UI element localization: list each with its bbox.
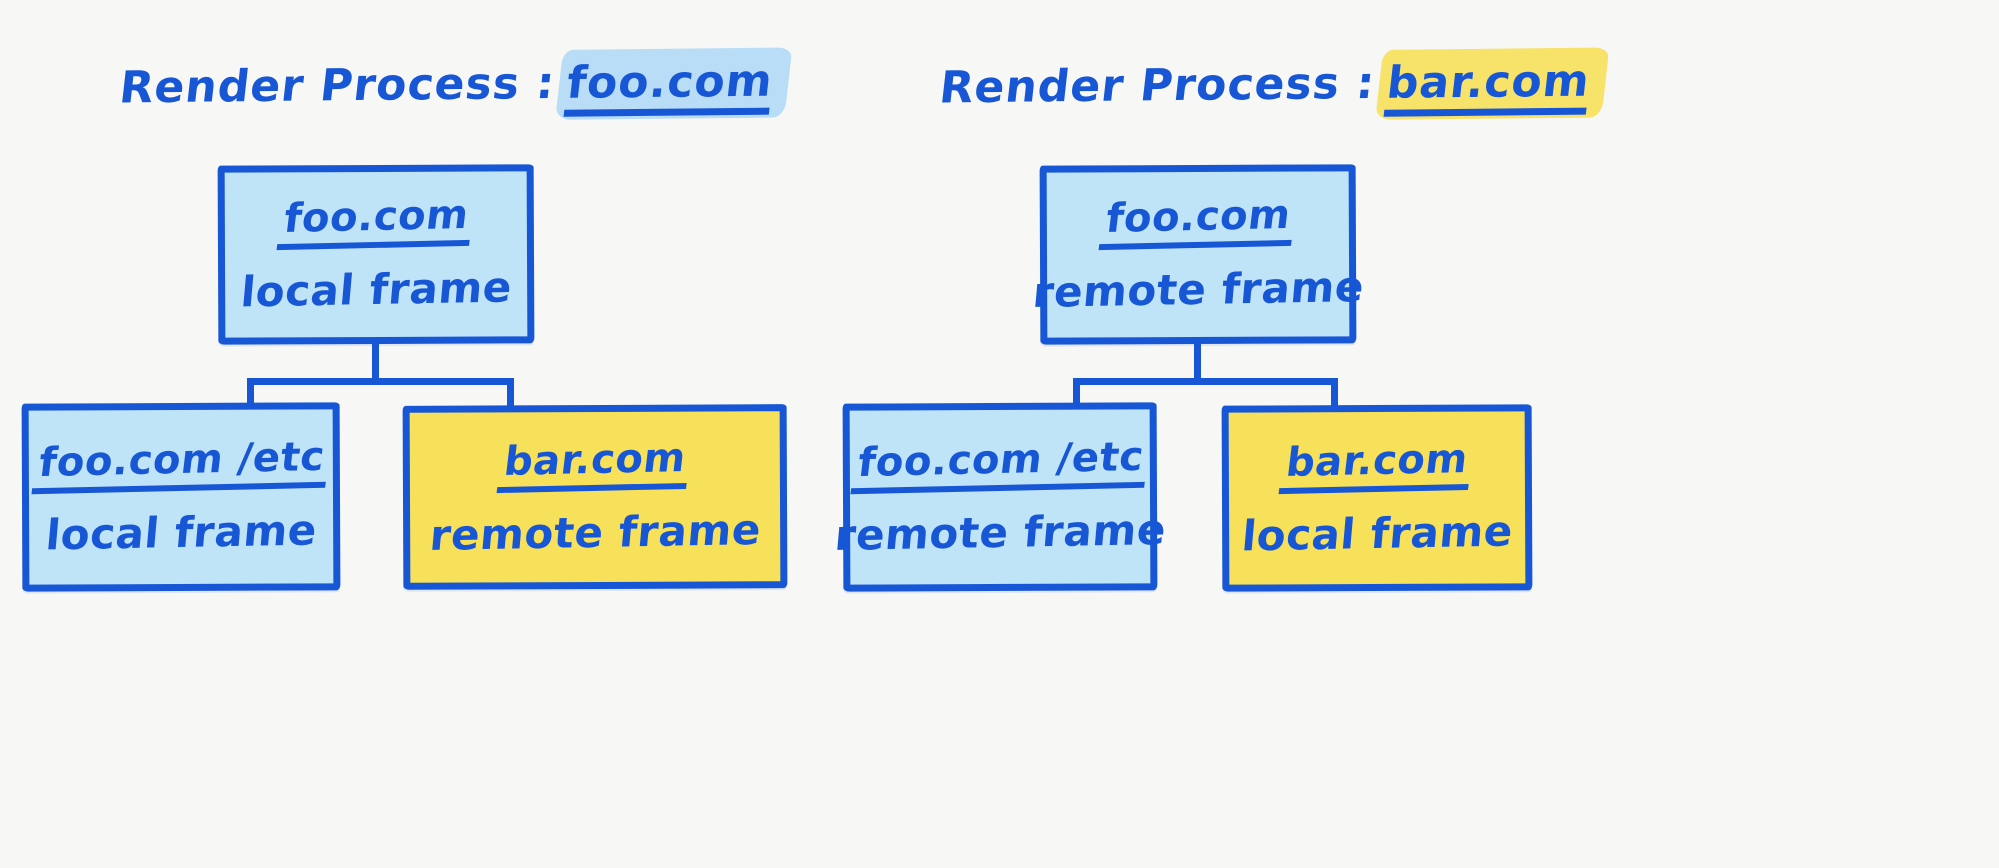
render-process-group-foo: Render Process :foo.com foo.com local fr… (0, 0, 930, 868)
process-title-foo: Render Process :foo.com (116, 47, 793, 120)
connector-child-left-stem (247, 378, 254, 408)
frame-node-bar-parent[interactable]: foo.com remote frame (1031, 164, 1366, 345)
frame-domain: foo.com /etc (849, 434, 1150, 495)
frame-kind: remote frame (1030, 262, 1366, 318)
connector-parent-stem (372, 341, 379, 383)
process-title-domain-foo: foo.com (554, 47, 793, 120)
connector-child-right-stem (507, 378, 514, 410)
frame-node-bar-child-0[interactable]: foo.com /etc remote frame (833, 402, 1168, 592)
frame-domain: bar.com (496, 435, 693, 494)
frame-node-bar-child-1[interactable]: bar.com local frame (1221, 404, 1533, 592)
frame-node-foo-child-1[interactable]: bar.com remote frame (402, 404, 788, 590)
connector-child-right-stem (1331, 378, 1338, 410)
frame-node-foo-child-0[interactable]: foo.com /etc local frame (21, 402, 341, 592)
connector-parent-stem (1194, 341, 1201, 383)
process-title-label-foo: Render Process : (116, 57, 558, 114)
process-title-bar: Render Process :bar.com (936, 47, 1610, 120)
connector-bus (1073, 378, 1338, 385)
frame-kind: local frame (238, 262, 514, 317)
process-title-domain-bar: bar.com (1375, 47, 1610, 120)
process-title-label-bar: Render Process : (936, 57, 1378, 114)
connector-child-left-stem (1073, 378, 1080, 408)
frame-kind: remote frame (832, 504, 1168, 560)
render-process-group-bar: Render Process :bar.com foo.com remote f… (830, 0, 1999, 868)
frame-domain: foo.com (276, 192, 476, 251)
frame-domain: foo.com /etc (30, 434, 331, 495)
frame-kind: local frame (1239, 506, 1515, 561)
frame-domain: foo.com (1098, 192, 1298, 251)
frame-kind: remote frame (427, 504, 763, 560)
connector-bus (247, 378, 514, 385)
frame-kind: local frame (43, 505, 319, 560)
frame-domain: bar.com (1278, 436, 1475, 495)
frame-node-foo-parent[interactable]: foo.com local frame (217, 164, 535, 345)
